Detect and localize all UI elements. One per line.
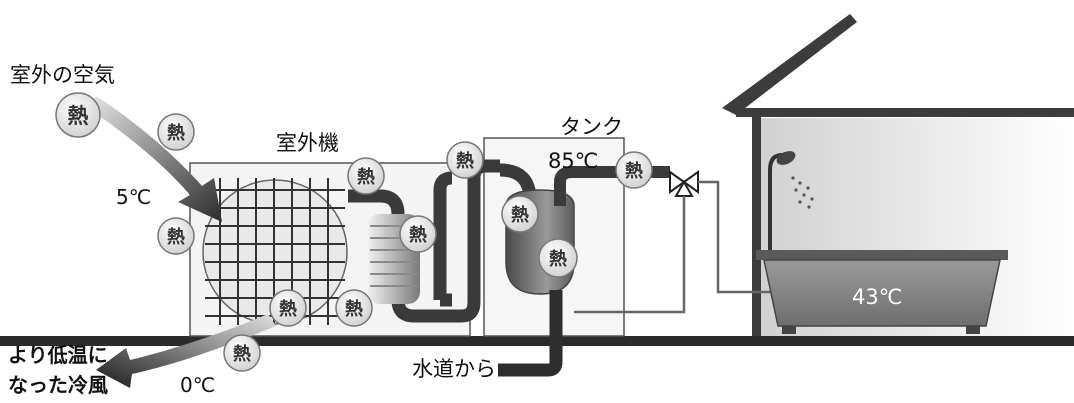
- bath-temperature-label: 43℃: [852, 285, 902, 309]
- svg-text:熱: 熱: [409, 224, 427, 246]
- heat-icon: 熱: [157, 217, 195, 255]
- svg-text:熱: 熱: [456, 150, 474, 172]
- svg-text:熱: 熱: [279, 298, 297, 320]
- svg-text:熱: 熱: [345, 298, 363, 320]
- cold-air-arrow: [96, 314, 276, 388]
- heat-icon: 熱: [399, 215, 437, 253]
- svg-text:熱: 熱: [68, 104, 89, 128]
- heat-icon: 熱: [335, 289, 373, 327]
- tank-temperature-label: 85℃: [548, 149, 598, 173]
- heat-icon: 熱: [55, 92, 101, 138]
- heat-icon: 熱: [347, 157, 385, 195]
- heat-icon: 熱: [446, 141, 484, 179]
- ground-line: [0, 336, 1074, 346]
- heat-icon: 熱: [269, 289, 307, 327]
- house-roof: [722, 14, 857, 115]
- outdoor-unit-label: 室外機: [276, 131, 339, 155]
- svg-text:熱: 熱: [357, 166, 375, 188]
- heat-icon: 熱: [157, 113, 195, 151]
- cold-air-label-line1: より低温に: [8, 343, 108, 367]
- cold-water-line: [574, 196, 686, 314]
- heat-icon: 熱: [501, 195, 539, 233]
- cold-air-label-line2: なった冷風: [8, 373, 108, 397]
- water-supply-pipe: [498, 290, 563, 377]
- svg-text:熱: 熱: [167, 226, 185, 248]
- heat-markers: 熱 熱 熱 熱 熱 熱 熱 熱 熱 熱 熱 熱: [55, 92, 653, 372]
- roof-beam: [736, 108, 1074, 117]
- svg-text:熱: 熱: [233, 343, 251, 365]
- outdoor-air-label: 室外の空気: [10, 63, 115, 87]
- svg-text:熱: 熱: [511, 204, 529, 226]
- heat-icon: 熱: [538, 238, 578, 278]
- svg-text:熱: 熱: [625, 160, 643, 182]
- exhaust-temperature-label: 0℃: [180, 373, 215, 397]
- svg-text:熱: 熱: [167, 122, 185, 144]
- shower: [768, 151, 814, 250]
- heat-icon: 熱: [615, 151, 653, 189]
- heat-icon: 熱: [223, 334, 261, 372]
- mixing-valve: [669, 170, 699, 197]
- bath-supply-line: [698, 180, 770, 294]
- house-wall: [752, 112, 761, 336]
- svg-text:熱: 熱: [549, 248, 567, 270]
- incoming-air-arrow: [88, 96, 222, 222]
- bathtub: [756, 250, 1008, 334]
- tank-label: タンク: [560, 115, 623, 139]
- hot-water-pipe: [554, 166, 670, 206]
- water-supply-label: 水道から: [412, 357, 496, 381]
- intake-temperature-label: 5℃: [116, 185, 151, 209]
